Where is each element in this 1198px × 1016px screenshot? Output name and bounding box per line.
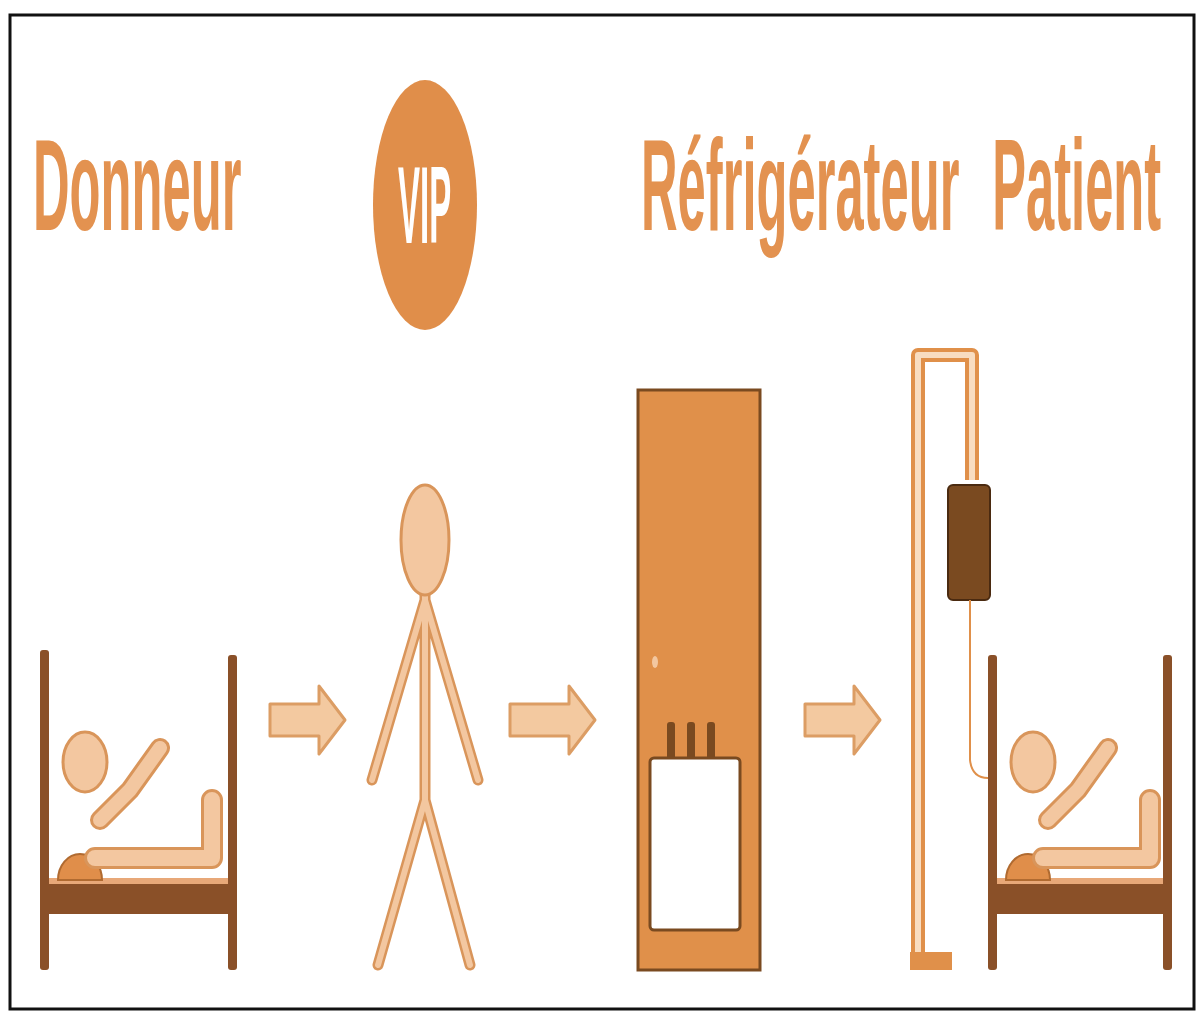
flow-arrow	[270, 686, 345, 754]
node-label: Réfrigérateur	[641, 95, 959, 275]
node-heading-box: Patient	[777, 95, 1198, 275]
flow-arrow	[510, 686, 595, 754]
donor-column: Donneur	[30, 80, 270, 975]
vip-badge	[373, 80, 477, 330]
patient-bed	[988, 655, 1172, 970]
frame-border	[10, 15, 1194, 1009]
iv-pole	[910, 355, 990, 970]
node-heading-box: VIP	[125, 115, 725, 295]
patient-column: Patient	[880, 80, 1180, 975]
refrigerator-column: Réfrigérateur	[595, 80, 805, 975]
node-heading-box: Donneur	[0, 95, 437, 275]
refrigerator	[638, 390, 760, 970]
standing-person	[372, 485, 478, 965]
vip-column: VIP	[345, 80, 510, 975]
donor-bed	[40, 650, 237, 970]
flow-arrow	[805, 686, 880, 754]
node-heading-box: Réfrigérateur	[392, 95, 992, 275]
node-label: Patient	[992, 95, 1161, 275]
node-label: Donneur	[33, 95, 241, 275]
node-label: VIP	[398, 115, 451, 295]
